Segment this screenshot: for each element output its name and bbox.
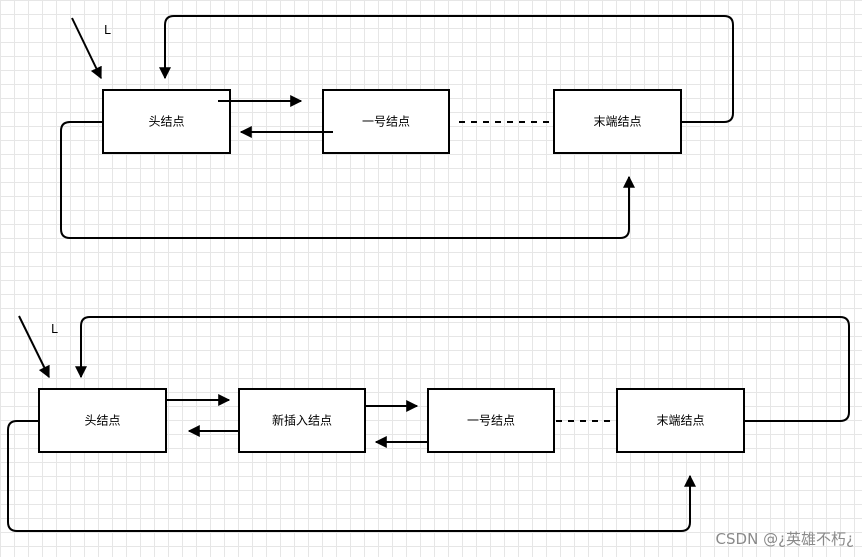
head-node: 头结点 (38, 388, 167, 453)
new-node-label: 新插入结点 (272, 413, 332, 428)
tail-next-to-head-arrow (159, 15, 734, 123)
diagram-after-insert: L 头结点 新插入结点 一号结点 末端结点 (7, 315, 850, 532)
head-prev-to-tail-arrow (7, 420, 696, 532)
pointer-label: L (51, 322, 58, 336)
head-node-label: 头结点 (84, 414, 120, 428)
new-node: 新插入结点 (238, 388, 366, 453)
head-node: 头结点 (102, 89, 231, 154)
csdn-watermark: CSDN @¿英雄不朽¿ (715, 530, 854, 548)
first-node-label: 一号结点 (467, 414, 515, 428)
diagram-before-insert: L 头结点 一号结点 末端结点 (60, 15, 734, 239)
first-node-label: 一号结点 (362, 115, 410, 129)
tail-node-label: 末端结点 (656, 414, 704, 428)
head-pointer-arrow (18, 315, 50, 379)
tail-node: 末端结点 (616, 388, 745, 453)
pointer-label: L (104, 23, 111, 37)
tail-node-label: 末端结点 (593, 115, 641, 129)
head-prev-to-tail-arrow (60, 121, 635, 239)
head-pointer-arrow (71, 17, 102, 80)
first-node: 一号结点 (427, 388, 555, 453)
tail-next-to-head-arrow (75, 316, 850, 422)
head-node-label: 头结点 (148, 115, 184, 129)
first-node: 一号结点 (322, 89, 450, 154)
tail-node: 末端结点 (553, 89, 682, 154)
